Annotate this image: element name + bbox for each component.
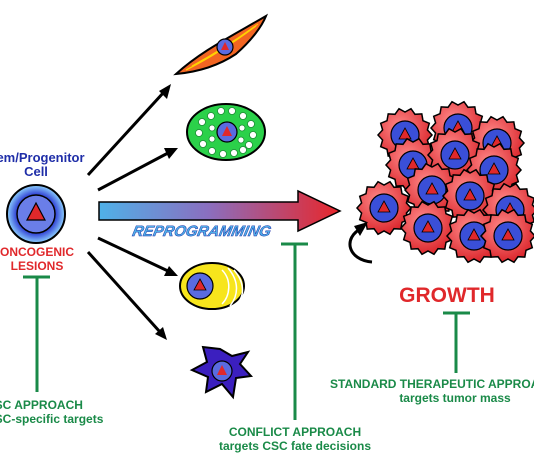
tumor-mass bbox=[355, 100, 534, 264]
differentiation-arrows bbox=[86, 84, 178, 340]
tumor-cell bbox=[355, 180, 413, 236]
stem-progenitor-cell bbox=[6, 184, 66, 244]
csc-approach-title: CSC APPROACH bbox=[0, 398, 83, 412]
growth-label: GROWTH bbox=[399, 284, 495, 307]
epithelial-cell bbox=[179, 262, 245, 310]
csc-approach-subtitle: CSC-specific targets bbox=[0, 412, 104, 426]
standard-approach-title: STANDARD THERAPEUTIC APPROACH bbox=[330, 377, 534, 391]
reprogramming-arrow bbox=[98, 189, 342, 233]
conflict-approach-inhibitor bbox=[281, 242, 308, 420]
arrow-to-epithelial-cell bbox=[97, 236, 178, 276]
adipocyte-cell bbox=[186, 103, 266, 161]
standard-approach-inhibitor bbox=[443, 311, 470, 373]
neural-cell bbox=[189, 345, 254, 400]
reprogramming-label: REPROGRAMMING bbox=[131, 223, 273, 240]
tumor-cell bbox=[479, 208, 534, 264]
standard-approach-subtitle: targets tumor mass bbox=[399, 391, 511, 405]
stem-cell-subtitle: Cell bbox=[24, 164, 48, 179]
arrow-to-adipocyte bbox=[97, 148, 178, 192]
lesions-label: LESIONS bbox=[11, 259, 64, 273]
arrow-to-muscle-cell bbox=[86, 84, 171, 177]
csc-approach-inhibitor bbox=[23, 275, 50, 392]
tumor-cell bbox=[399, 200, 457, 256]
conflict-approach-subtitle: targets CSC fate decisions bbox=[219, 439, 371, 453]
muscle-cell bbox=[173, 13, 269, 76]
stem-cell-title: Stem/Progenitor bbox=[0, 150, 85, 165]
oncogenic-label: ONCOGENIC bbox=[0, 245, 74, 259]
arrow-to-neural-cell bbox=[86, 250, 167, 340]
self-renewal-arrow bbox=[348, 222, 373, 264]
conflict-approach-title: CONFLICT APPROACH bbox=[229, 425, 361, 439]
